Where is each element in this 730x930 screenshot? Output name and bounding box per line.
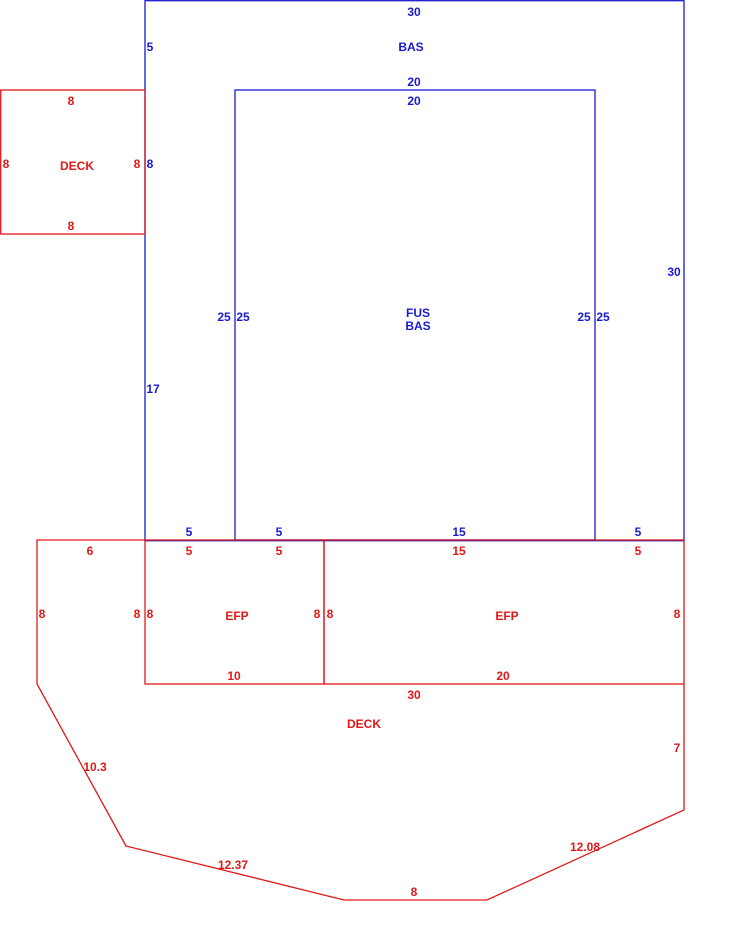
efp-right-label: EFP xyxy=(495,609,518,623)
dim-deck-bottom-right-side: 8 xyxy=(134,607,141,621)
deck-bottom-label: DECK xyxy=(347,717,381,731)
dim-deck-bottom-left-top: 6 xyxy=(87,544,94,558)
dim-efp-right-top-1: 15 xyxy=(452,544,466,558)
dim-bas-bottom-2: 5 xyxy=(276,525,283,539)
dim-efp-left-left: 8 xyxy=(147,607,154,621)
fus-bas-label: BAS xyxy=(405,319,430,333)
efp-left-label: EFP xyxy=(225,609,248,623)
dim-bas-bottom-4: 5 xyxy=(635,525,642,539)
dim-efp-right-right: 8 xyxy=(674,607,681,621)
dim-efp-right-bottom: 20 xyxy=(496,669,510,683)
bas-outline xyxy=(144,0,685,542)
dim-deck-left-right: 8 xyxy=(134,157,141,171)
dim-bas-bottom-3: 15 xyxy=(452,525,466,539)
dim-fus-right-inner: 25 xyxy=(577,310,591,324)
dim-deck-bottom-bottom-left: 12.37 xyxy=(218,858,248,872)
dim-efp-right-top-2: 5 xyxy=(635,544,642,558)
dim-deck-bottom-top: 30 xyxy=(407,688,421,702)
dim-bas-left-mid: 8 xyxy=(147,157,154,171)
dim-efp-left-top-1: 5 xyxy=(186,544,193,558)
deck-bottom-outline xyxy=(36,539,685,901)
bas-label: BAS xyxy=(398,40,423,54)
dim-bas-top: 30 xyxy=(407,5,421,19)
dim-efp-left-right: 8 xyxy=(314,607,321,621)
dim-fus-right-outer: 25 xyxy=(596,310,610,324)
dim-efp-right-left: 8 xyxy=(327,607,334,621)
efp-right-outline xyxy=(323,539,685,685)
dim-deck-bottom-left-side: 8 xyxy=(39,607,46,621)
dim-fus-left-inner: 25 xyxy=(236,310,250,324)
dim-deck-left-left: 8 xyxy=(3,157,10,171)
dim-bas-right: 30 xyxy=(667,265,681,279)
deck-left-outline xyxy=(0,89,146,235)
dim-deck-left-bottom: 8 xyxy=(68,219,75,233)
dim-deck-bottom-diag-right: 12.08 xyxy=(570,840,600,854)
dim-deck-bottom-right-lower: 7 xyxy=(674,741,681,755)
dim-efp-left-bottom: 10 xyxy=(227,669,241,683)
dim-bas-bottom-1: 5 xyxy=(186,525,193,539)
dim-fus-left-outer: 25 xyxy=(217,310,231,324)
dim-bas-left-lower: 17 xyxy=(146,382,160,396)
fus-label: FUS xyxy=(406,306,430,320)
dim-fus-top-outer: 20 xyxy=(407,75,421,89)
dim-efp-left-top-2: 5 xyxy=(276,544,283,558)
dim-fus-top-inner: 20 xyxy=(407,94,421,108)
dim-deck-left-top: 8 xyxy=(68,94,75,108)
dim-deck-bottom-bottom: 8 xyxy=(411,885,418,899)
dim-deck-bottom-diag-left: 10.3 xyxy=(83,760,107,774)
dim-bas-left-upper: 5 xyxy=(147,40,154,54)
deck-left-label: DECK xyxy=(60,159,94,173)
